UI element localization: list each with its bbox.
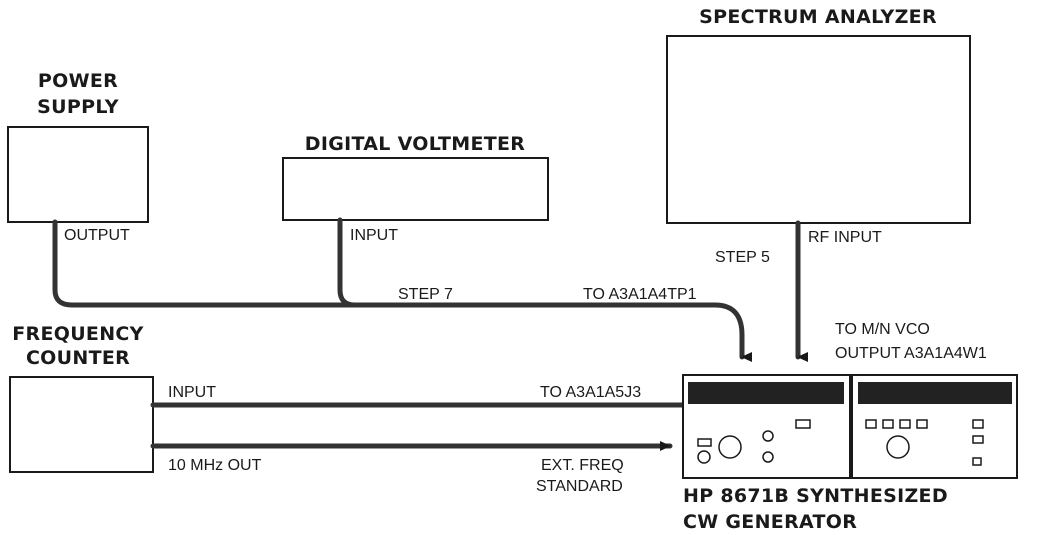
dvm-input-label: INPUT	[350, 227, 398, 244]
step7-label: STEP 7	[398, 286, 453, 303]
generator-button	[972, 457, 982, 466]
generator-connector	[697, 450, 711, 464]
power-supply-box[interactable]	[7, 126, 149, 223]
to-tp1-label: TO A3A1A4TP1	[583, 286, 697, 303]
ext-freq-label-line2: STANDARD	[536, 478, 623, 495]
generator-output-display	[858, 382, 1012, 404]
generator-connector	[762, 430, 774, 442]
ext-freq-label-line1: EXT. FREQ	[541, 457, 624, 474]
power-supply-title-line1: POWER	[38, 70, 118, 92]
frequency-counter-title-line2: COUNTER	[26, 347, 130, 369]
counter-10mhz-label: 10 MHz OUT	[168, 457, 262, 474]
generator-button	[916, 419, 928, 429]
power-supply-title-line2: SUPPLY	[37, 96, 119, 118]
spectrum-analyzer-title: SPECTRUM ANALYZER	[699, 6, 937, 28]
frequency-counter-box[interactable]	[9, 376, 154, 473]
generator-button	[899, 419, 911, 429]
spectrum-analyzer-rf-input-label: RF INPUT	[808, 229, 882, 246]
power-supply-output-label: OUTPUT	[64, 227, 130, 244]
generator-button	[972, 435, 984, 444]
frequency-counter-title-line1: FREQUENCY	[12, 323, 143, 345]
generator-button	[882, 419, 894, 429]
dvm-cable	[337, 217, 358, 308]
step5-label: STEP 5	[715, 249, 770, 266]
generator-button	[865, 419, 877, 429]
generator-title-line2: CW GENERATOR	[683, 511, 857, 533]
generator-connector	[762, 451, 774, 463]
power-supply-cable	[52, 219, 752, 362]
dvm-title: DIGITAL VOLTMETER	[305, 133, 525, 155]
to-vco-label-line1: TO M/N VCO	[835, 321, 930, 338]
counter-input-label: INPUT	[168, 384, 216, 401]
hp8671b-generator[interactable]	[682, 374, 1018, 479]
to-vco-label-line2: OUTPUT A3A1A4W1	[835, 345, 987, 362]
generator-button	[795, 419, 811, 429]
to-j3-label: TO A3A1A5J3	[540, 384, 641, 401]
dvm-box[interactable]	[282, 157, 549, 221]
generator-button	[697, 438, 712, 447]
generator-tuning-knob	[718, 435, 742, 459]
generator-level-knob	[886, 435, 910, 459]
generator-title-line1: HP 8671B SYNTHESIZED	[683, 485, 948, 507]
generator-freq-display	[688, 382, 844, 404]
generator-button	[972, 419, 984, 429]
spectrum-analyzer-box[interactable]	[666, 35, 971, 224]
